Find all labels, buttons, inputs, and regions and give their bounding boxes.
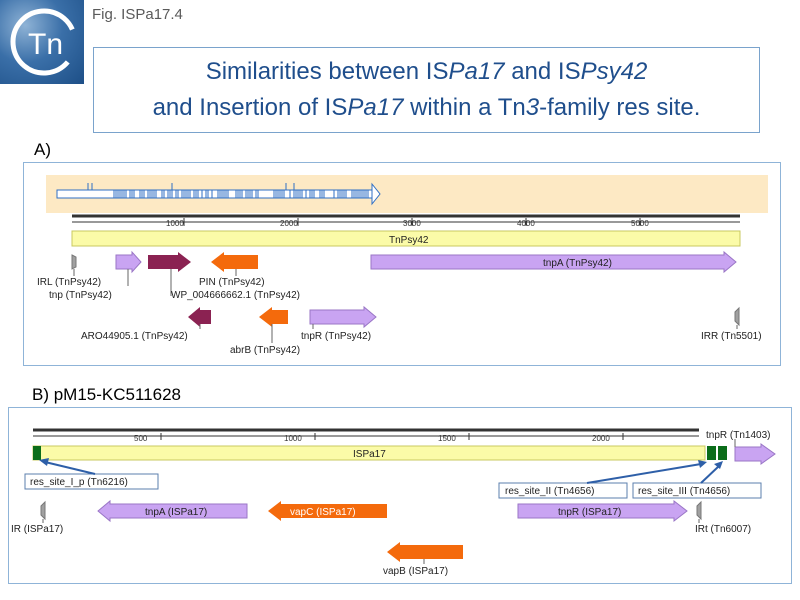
irr-feature	[734, 306, 740, 327]
ruler-tick-marks	[160, 433, 624, 440]
panel-b: 500 1000 1500 2000 ISPa17 tnpR (Tn1403) …	[8, 407, 792, 584]
title-segment: 3	[525, 94, 540, 121]
ruler-tick-label: 2000	[592, 434, 610, 443]
aro-label: ARO44905.1 (TnPsy42)	[81, 331, 188, 342]
title-segment: Pa17	[347, 94, 404, 121]
vapb-label: vapB (ISPa17)	[383, 566, 448, 577]
irt-label: IRt (Tn6007)	[695, 524, 751, 535]
ruler-tick-labels: 1000 2000 3000 4000 5000	[166, 219, 649, 228]
res-site-callout-arrows	[39, 458, 723, 484]
tnpa-feature-arrow	[370, 250, 737, 274]
title-segment: Psy42	[580, 58, 648, 85]
ruler-tick-label: 4000	[517, 219, 535, 228]
res-site-i-block	[33, 446, 41, 460]
title-segment: within a Tn	[403, 94, 526, 121]
title-box: Similarities between ISPa17 and ISPsy42 …	[93, 47, 760, 133]
panel-a-map: 1000 2000 3000 4000 5000 TnPsy42 tnpA (T…	[37, 175, 768, 356]
ir-feature	[40, 500, 46, 521]
title-segment: and Insertion of IS	[152, 94, 348, 121]
tnp-label: tnp (TnPsy42)	[49, 290, 112, 301]
panel-a-label: A)	[34, 140, 51, 159]
logo-text: Tn	[28, 28, 63, 61]
title-segment: Similarities between IS	[205, 58, 449, 85]
vapb-feature-arrow	[387, 542, 463, 562]
ruler-tick-marks	[183, 218, 641, 226]
feature-leader-lines	[73, 269, 237, 296]
panel-b-label: B) pM15-KC511628	[32, 385, 181, 404]
aro-feature-arrow	[188, 307, 211, 327]
res-site-ii-label: res_site_II (Tn4656)	[505, 486, 595, 497]
overview-sequence-bar	[56, 182, 381, 206]
res-site-ii-block	[707, 446, 716, 460]
title-segment: Pa17	[448, 58, 505, 85]
title-segment: and IS	[504, 58, 581, 85]
element-label: ISPa17	[353, 449, 386, 460]
tnpa-feature-label: tnpA (TnPsy42)	[543, 258, 612, 269]
pin-label: PIN (TnPsy42)	[199, 277, 265, 288]
vapc-feature-arrow	[268, 501, 387, 521]
irr-label: IRR (Tn5501)	[701, 331, 762, 342]
ruler-tick-labels: 500 1000 1500 2000	[134, 434, 610, 443]
res-site-iii-box	[632, 482, 762, 499]
tnpr-feature-arrow	[309, 305, 377, 329]
irl-label: IRL (TnPsy42)	[37, 277, 101, 288]
tn-logo-graphic: Tn	[10, 8, 78, 76]
ruler-tick-label: 1000	[166, 219, 184, 228]
tnpr-ispa17-feature-arrow	[517, 499, 688, 523]
irt-feature	[696, 500, 702, 521]
tnpa-label: tnpA (ISPa17)	[145, 507, 207, 518]
title-line-2: and Insertion of ISPa17 within a Tn3-fam…	[94, 90, 759, 126]
tnpr-tn1403-feature-arrow	[734, 443, 776, 465]
panel-b-map: 500 1000 1500 2000 ISPa17 tnpR (Tn1403) …	[11, 428, 776, 577]
ruler-tick-label: 5000	[631, 219, 649, 228]
wp-feature-arrow	[148, 252, 191, 272]
ruler-tick-label: 3000	[403, 219, 421, 228]
irl-feature	[71, 254, 77, 270]
title-line-1: Similarities between ISPa17 and ISPsy42	[94, 54, 759, 90]
tnpr-label: tnpR (TnPsy42)	[301, 331, 371, 342]
ruler-tick-label: 1000	[284, 434, 302, 443]
figure-label: Fig. ISPa17.4	[92, 6, 183, 23]
res-site-i-label: res_site_I_p (Tn6216)	[30, 477, 128, 488]
ruler-tick-label: 1500	[438, 434, 456, 443]
tnpr-ispa17-label: tnpR (ISPa17)	[558, 507, 621, 518]
tnpsy42-element-bar	[71, 230, 741, 247]
title-segment: -family res site.	[539, 94, 701, 121]
res-site-ii-box	[498, 482, 628, 499]
tnpa-feature-arrow	[97, 499, 248, 523]
abrb-label: abrB (TnPsy42)	[230, 345, 300, 356]
wp-label: WP_004666662.1 (TnPsy42)	[171, 290, 300, 301]
feature-leader-lines-2	[199, 324, 738, 343]
vapc-label: vapC (ISPa17)	[290, 507, 356, 518]
abrb-feature-arrow	[259, 307, 288, 327]
tnp-feature-arrow	[115, 250, 142, 274]
element-label: TnPsy42	[389, 235, 429, 246]
pin-feature-arrow	[211, 252, 258, 272]
tnpr-tn1403-label: tnpR (Tn1403)	[706, 430, 770, 441]
res-site-iii-block	[718, 446, 727, 460]
ir-label: IR (ISPa17)	[11, 524, 63, 535]
ruler-tick-label: 500	[134, 434, 148, 443]
res-site-iii-label: res_site_III (Tn4656)	[638, 486, 730, 497]
panel-a: 1000 2000 3000 4000 5000 TnPsy42 tnpA (T…	[23, 162, 781, 366]
ruler-tick-label: 2000	[280, 219, 298, 228]
tn-logo-icon: Tn	[0, 0, 84, 84]
